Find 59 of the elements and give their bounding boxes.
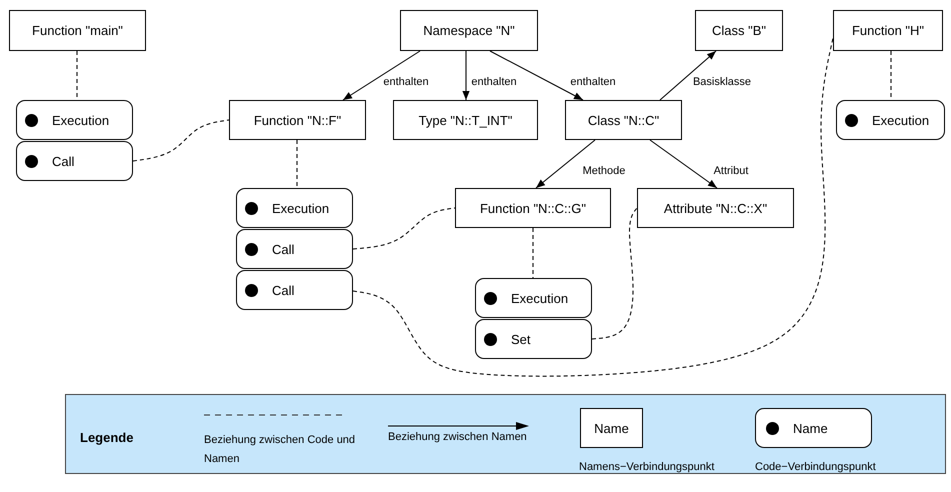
dashed-connector: [296, 140, 298, 188]
node-label: Call: [52, 154, 74, 168]
name-node: [455, 188, 611, 228]
name-node: [393, 100, 538, 140]
name-node: [565, 100, 682, 140]
name-node: [9, 10, 146, 51]
legend-text: Beziehung zwischen Code und Namen: [204, 433, 356, 467]
name-node: [400, 10, 538, 51]
name-node: [833, 10, 943, 51]
code-connection-point: [236, 229, 353, 269]
edge-label: enthalten: [381, 76, 431, 88]
edge-label: Basisklasse: [690, 76, 754, 88]
node-label: Class "N::C": [588, 112, 660, 128]
code-connection-point: [475, 319, 592, 359]
arrow: [462, 50, 470, 100]
edge-label: Attribut: [712, 165, 750, 177]
code-connection-point: [836, 100, 945, 140]
node-label: Execution: [272, 200, 330, 216]
arrow: [650, 140, 718, 188]
sample-label: Name: [594, 420, 629, 436]
node-label: Attribute "N::C::X": [664, 200, 768, 216]
dashed-connector: [132, 120, 230, 162]
arrow: [536, 140, 596, 188]
code-connection-point: [475, 278, 592, 318]
node-label: Execution: [511, 290, 568, 306]
arrow: [490, 50, 584, 100]
name-node: [229, 100, 366, 140]
legend-text: Namens−Verbindungspunkt: [579, 460, 716, 475]
node-label: Function "N::C::G": [480, 200, 586, 216]
legend-text: Beziehung zwischen Namen: [388, 430, 528, 445]
node-label: Function "main": [32, 23, 123, 38]
node-label: Call: [272, 242, 294, 256]
name-node: [695, 10, 783, 51]
name-node: [637, 188, 794, 228]
code-connection-point: [16, 141, 133, 181]
node-label: Execution: [872, 112, 930, 128]
node-label: Execution: [52, 112, 110, 128]
legend-text: Code−Verbindungspunkt: [755, 460, 877, 475]
edge-label: enthalten: [469, 76, 519, 88]
dashed-connector: [532, 228, 534, 278]
legend-title: Legende: [80, 429, 134, 447]
edge-label: enthalten: [568, 76, 618, 88]
node-label: Function "H": [852, 23, 924, 38]
dashed-connector: [352, 38, 834, 377]
node-label: Class "B": [712, 23, 766, 38]
arrow: [660, 50, 716, 100]
node-label: Call: [272, 282, 294, 298]
node-label: Set: [511, 332, 531, 346]
node-label: Type "N::T_INT": [418, 112, 512, 128]
sample-label: Name: [793, 420, 828, 436]
arrow: [342, 50, 420, 100]
dashed-connector: [352, 208, 456, 250]
code-connection-point: [236, 188, 353, 228]
code-connection-point: [236, 270, 353, 310]
node-label: Namespace "N": [423, 23, 515, 38]
code-connection-point: [16, 100, 133, 140]
dashed-connector: [592, 208, 638, 340]
node-label: Function "N::F": [254, 112, 342, 128]
edge-label: Methode: [580, 165, 628, 177]
